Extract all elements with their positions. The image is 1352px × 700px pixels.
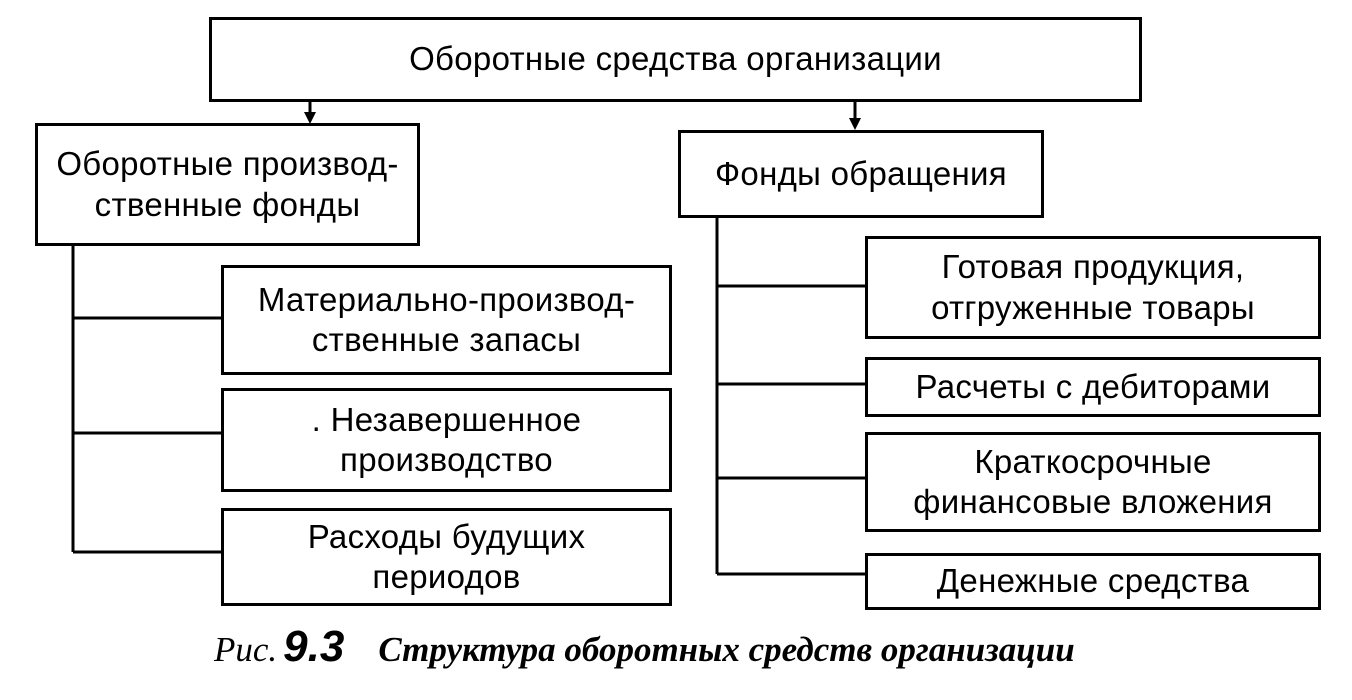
production-funds-line-1: Оборотные производ-: [56, 145, 399, 183]
caption-text: Структура оборотных средств организации: [378, 630, 1075, 669]
figure-caption: Рис. 9.3 Структура оборотных средств орг…: [214, 622, 1214, 682]
circulation-funds-label: Фонды обращения: [715, 154, 1007, 192]
finished-goods-box: Готовая продукция, отгруженные товары: [865, 236, 1321, 339]
production-funds-box: Оборотные производ- ственные фонды: [35, 123, 420, 246]
work-in-progress-box: . Незавершенное производство: [221, 388, 672, 492]
work-in-progress-line-1: . Незавершенное: [311, 400, 582, 438]
root-box: Оборотные средства организации: [209, 17, 1142, 102]
cash-box: Денежные средства: [865, 553, 1321, 610]
inventory-line-2: ственные запасы: [311, 321, 582, 358]
arrow-right-head: [849, 118, 861, 130]
short-term-investments-line-2: финансовые вложения: [913, 483, 1273, 520]
caption-prefix: Рис.: [214, 630, 278, 669]
short-term-investments-box: Краткосрочные финансовые вложения: [865, 432, 1321, 532]
finished-goods-line-2: отгруженные товары: [931, 288, 1255, 326]
receivables-label: Расчеты с дебиторами: [915, 367, 1271, 405]
deferred-expenses-line-2: периодов: [372, 558, 521, 595]
inventory-box: Материально-производ- ственные запасы: [221, 265, 672, 375]
arrow-left-head: [304, 112, 316, 124]
caption-number: 9.3: [283, 622, 345, 671]
circulation-funds-box: Фонды обращения: [678, 130, 1044, 218]
short-term-investments-line-1: Краткосрочные: [974, 442, 1212, 480]
cash-label: Денежные средства: [936, 562, 1250, 600]
inventory-line-1: Материально-производ-: [257, 280, 636, 318]
work-in-progress-line-2: производство: [340, 441, 553, 478]
deferred-expenses-box: Расходы будущих периодов: [221, 508, 672, 606]
root-label: Оборотные средства организации: [409, 40, 942, 78]
deferred-expenses-line-1: Расходы будущих: [307, 517, 586, 555]
production-funds-line-2: ственные фонды: [94, 185, 361, 223]
finished-goods-line-1: Готовая продукция,: [941, 248, 1245, 286]
receivables-box: Расчеты с дебиторами: [865, 357, 1321, 417]
